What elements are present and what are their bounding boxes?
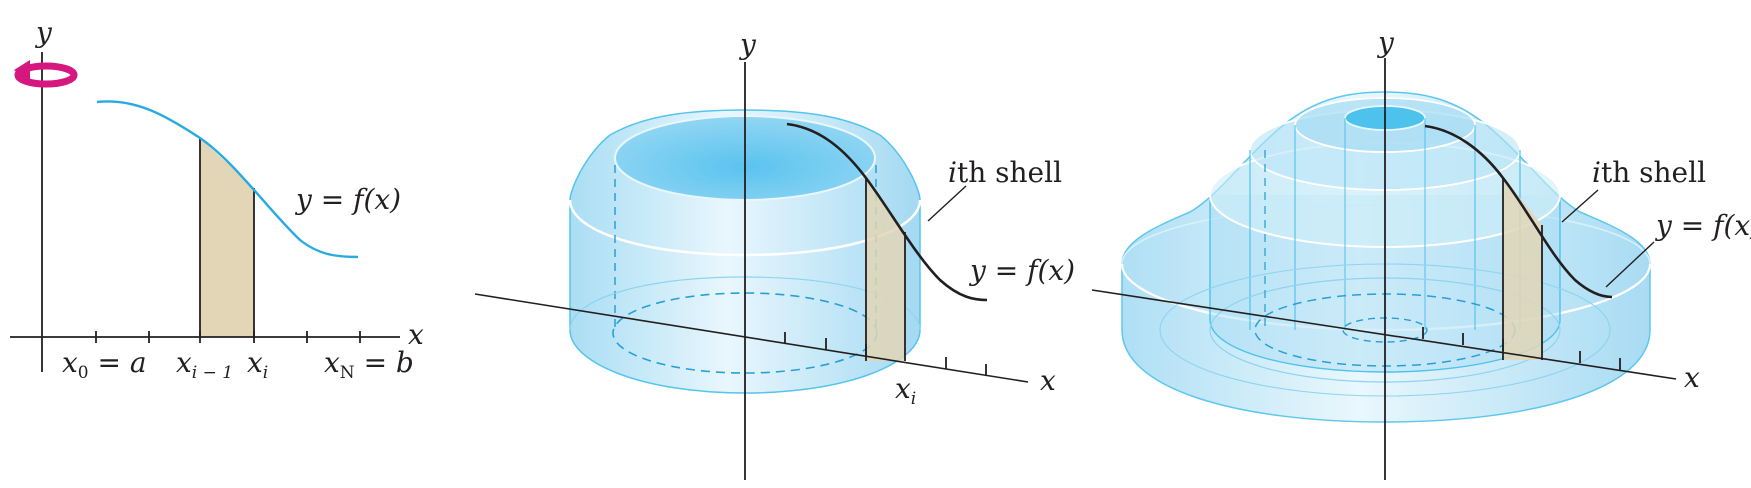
y-axis-label: y — [1376, 26, 1395, 59]
x-ticks — [784, 332, 987, 376]
shaded-strip — [200, 138, 254, 337]
panel-middle: y x ith shell y = f(x) xi — [474, 28, 1075, 480]
y-axis-label: y — [34, 16, 53, 49]
shell-label: ith shell — [1592, 156, 1706, 189]
xi-label: xi — [895, 372, 916, 409]
shell-strip — [1503, 178, 1542, 360]
x-ticks — [1422, 327, 1621, 370]
tick-label-x0: x0 = a — [62, 346, 147, 383]
x-axis-label: x — [408, 318, 424, 351]
x-axis-label: x — [1684, 361, 1700, 394]
curve-f — [1424, 124, 1613, 299]
curve-label: y = f(x) — [294, 183, 401, 216]
curve-label: y = f(x) — [968, 254, 1075, 287]
rotation-arrow-icon — [14, 60, 78, 88]
panel-left: y x y = f(x) x0 = a xi − 1 xi xN = b — [10, 16, 424, 383]
shell-label: ith shell — [948, 156, 1062, 189]
curve-label: y = f(x) — [1654, 209, 1751, 242]
x-axis — [474, 293, 1029, 383]
tick-label-xi: xi — [247, 346, 268, 383]
curve-f — [96, 100, 359, 259]
x-axis-label: x — [1040, 364, 1056, 397]
tick-label-xim1: xi − 1 — [176, 346, 233, 383]
x-axis — [1091, 289, 1677, 380]
curve-f — [786, 122, 988, 302]
shell-strip — [866, 178, 905, 361]
x-ticks — [95, 331, 361, 343]
panel-right: y x ith shell y = f(x) — [1091, 26, 1751, 480]
y-axis-label: y — [738, 28, 757, 61]
tick-label-xN: xN = b — [324, 346, 414, 383]
